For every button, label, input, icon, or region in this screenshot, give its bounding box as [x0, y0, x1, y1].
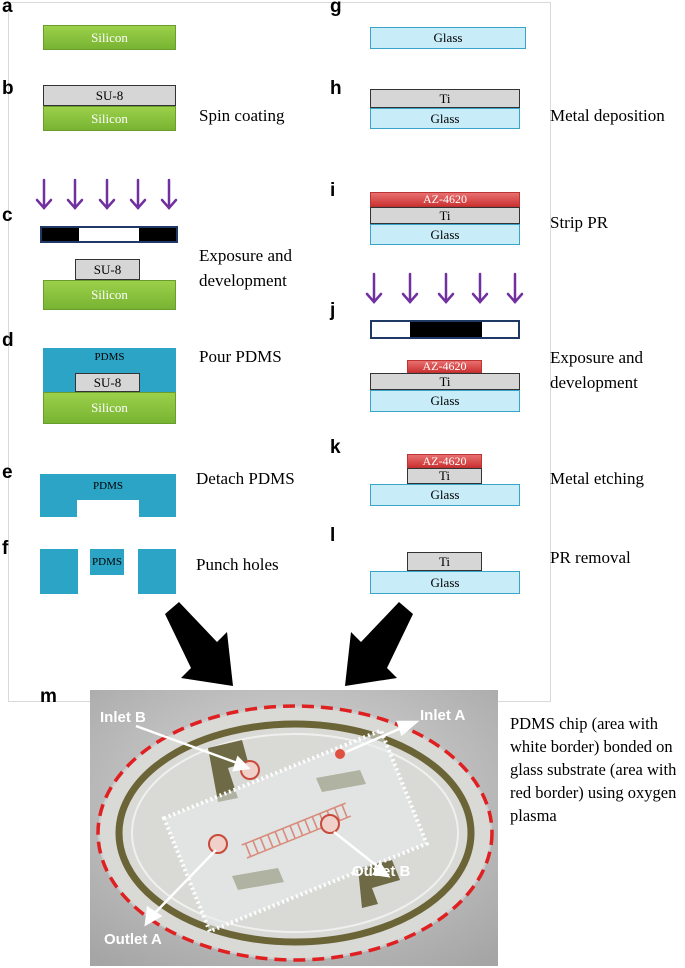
- uv-arrows: [365, 272, 524, 304]
- step-label-pr-removal: PR removal: [550, 548, 631, 567]
- merge-arrows: [165, 602, 413, 686]
- panel-letter-j: j: [330, 300, 336, 321]
- step-label-spin-coating: Spin coating: [199, 106, 285, 125]
- step-label-metal-deposition: Metal deposition: [550, 106, 665, 125]
- pdms-piece-left: [40, 549, 78, 594]
- step-label-pour-pdms: Pour PDMS: [199, 347, 282, 366]
- step-label-exposure: Exposure and development: [199, 246, 293, 290]
- uv-arrows: [35, 178, 178, 210]
- step-label-detach-pdms: Detach PDMS: [196, 469, 295, 488]
- photomask: [40, 226, 178, 243]
- silicon-layer: Silicon: [43, 106, 176, 131]
- panel-letter-g: g: [330, 0, 342, 17]
- photomask: [370, 320, 520, 339]
- panel-letter-b: b: [2, 78, 14, 99]
- panel-letter-d: d: [2, 330, 14, 351]
- panel-letter-l: l: [330, 525, 336, 546]
- az-photoresist-layer: AZ-4620: [370, 192, 520, 207]
- step-label-metal-etching: Metal etching: [550, 469, 644, 488]
- panel-letter-h: h: [330, 78, 342, 99]
- su8-pattern: SU-8: [75, 259, 140, 280]
- su8-layer: SU-8: [43, 85, 176, 106]
- ti-layer: Ti: [370, 207, 520, 224]
- silicon-layer: Silicon: [43, 392, 176, 424]
- panel-letter-e: e: [2, 462, 13, 483]
- label-outlet-b: Outlet B: [352, 863, 410, 880]
- panel-letter-f: f: [2, 538, 9, 559]
- silicon-layer: Silicon: [43, 25, 176, 50]
- az-photoresist-pattern: AZ-4620: [407, 454, 482, 468]
- panel-letter-k: k: [330, 437, 341, 458]
- step-label-strip-pr: Strip PR: [550, 213, 609, 232]
- chip-photo: Inlet B Inlet A Outlet A Outlet B: [90, 690, 498, 966]
- step-label-exposure: Exposure and development: [550, 348, 644, 392]
- silicon-layer: Silicon: [43, 280, 176, 310]
- glass-layer: Glass: [370, 224, 520, 245]
- ti-layer: Ti: [370, 373, 520, 390]
- step-label-punch-holes: Punch holes: [196, 555, 279, 574]
- glass-layer: Glass: [370, 571, 520, 594]
- glass-layer: Glass: [370, 390, 520, 412]
- panel-letter-a: a: [2, 0, 13, 17]
- ti-layer: Ti: [370, 89, 520, 108]
- pdms-punched-core: PDMS: [90, 549, 124, 575]
- glass-layer: Glass: [370, 108, 520, 129]
- panel-letter-m: m: [40, 686, 57, 707]
- pdms-piece-right: [138, 549, 176, 594]
- glass-layer: Glass: [370, 27, 526, 49]
- panel-letter-i: i: [330, 180, 336, 201]
- pdms-mold-label: PDMS: [93, 480, 123, 492]
- ti-pattern: Ti: [407, 552, 482, 571]
- panel-letter-c: c: [2, 205, 13, 226]
- label-inlet-b: Inlet B: [100, 709, 146, 726]
- photo-caption: PDMS chip (area with white border) bonde…: [510, 714, 677, 825]
- label-inlet-a: Inlet A: [420, 707, 465, 724]
- glass-layer: Glass: [370, 484, 520, 506]
- az-photoresist-pattern: AZ-4620: [407, 359, 482, 373]
- pdms-mold: [40, 474, 176, 517]
- label-outlet-a: Outlet A: [104, 931, 162, 948]
- su8-pattern: SU-8: [75, 373, 140, 392]
- ti-pattern: Ti: [407, 468, 482, 484]
